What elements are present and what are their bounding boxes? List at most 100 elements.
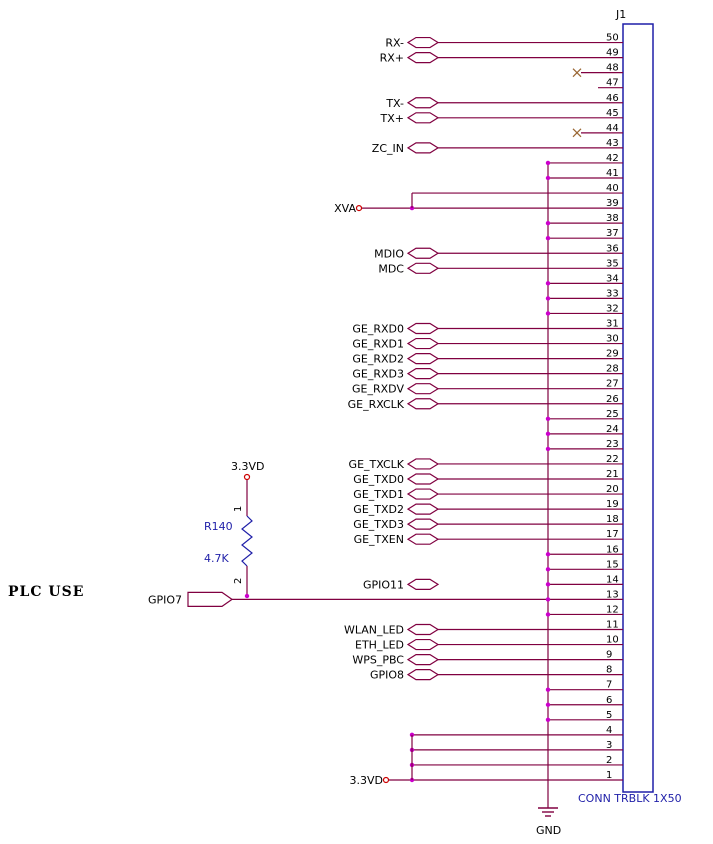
pin-40-number: 40 [606, 183, 619, 194]
pin-50-port [406, 36, 440, 49]
pin-31-net-label: GE_RXD0 [352, 323, 404, 336]
pin-6-number: 6 [606, 695, 612, 706]
pin-1-net-label: 3.3VD [350, 774, 384, 787]
pin-32-junction [545, 311, 551, 316]
pin-6-junction [545, 702, 551, 707]
pin-17-number: 17 [606, 529, 619, 540]
pin-45-number: 45 [606, 108, 619, 119]
pin-12-number: 12 [606, 604, 619, 615]
pin-1-power-pin [382, 776, 390, 784]
pin-49-number: 49 [606, 48, 619, 59]
pin-20-number: 20 [606, 484, 619, 495]
pin-36-net-label: MDIO [374, 247, 404, 260]
pin-49-net-label: RX+ [380, 52, 404, 65]
pin-22-number: 22 [606, 454, 619, 465]
plc-use-note: PLC USE [8, 584, 84, 600]
pin-8-number: 8 [606, 665, 612, 676]
pin-47-number: 47 [606, 78, 619, 89]
pin-26-number: 26 [606, 394, 619, 405]
pin-9-port [406, 654, 440, 666]
pin-2-number: 2 [606, 755, 612, 766]
pin-14-junction [545, 582, 551, 587]
pin-32-number: 32 [606, 303, 619, 314]
resistor-value: 4.7K [204, 552, 229, 565]
pin-20-port [406, 488, 440, 500]
pin-11-port [406, 623, 440, 636]
pin-13-junction [545, 597, 551, 602]
pin-35-net-label: MDC [378, 262, 404, 275]
pin-10-port [406, 638, 440, 651]
pin-29-number: 29 [606, 349, 619, 360]
pin-44-number: 44 [606, 123, 619, 134]
pin-25-junction [545, 416, 551, 421]
pin-43-net-label: ZC_IN [372, 142, 404, 155]
pin-41-number: 41 [606, 168, 619, 179]
pin-28-number: 28 [606, 364, 619, 375]
pin-29-net-label: GE_RXD2 [352, 353, 404, 366]
pin-8-net-label: GPIO8 [370, 669, 404, 682]
pin-14-net-label: GPIO11 [363, 578, 404, 591]
pin-12-junction [545, 612, 551, 617]
pin-18-port [406, 518, 440, 530]
pin-37-junction [545, 236, 551, 241]
pin-11-number: 11 [606, 620, 619, 631]
pin-24-junction [545, 431, 551, 437]
pin-35-number: 35 [606, 258, 619, 269]
pin-30-port [406, 337, 440, 350]
resistor-r140 [241, 473, 253, 599]
pin-5-junction [545, 717, 551, 722]
pin-19-number: 19 [606, 499, 619, 510]
pin-5-number: 5 [606, 710, 612, 721]
pin-33-number: 33 [606, 288, 619, 299]
pin-24-number: 24 [606, 424, 619, 435]
pin-23-number: 23 [606, 439, 619, 450]
connector-ref: J1 [615, 8, 626, 21]
ground-symbol [538, 162, 558, 817]
ground-label: GND [536, 824, 561, 837]
pin-31-port [406, 322, 440, 335]
pin-34-junction [545, 281, 551, 286]
resistor-supply-label: 3.3VD [231, 460, 265, 473]
pin-27-number: 27 [606, 379, 619, 390]
resistor-pin-1: 1 [233, 506, 244, 512]
pin-35-port [406, 262, 440, 274]
pin-36-number: 36 [606, 243, 619, 254]
pin-46-net-label: TX- [385, 97, 404, 110]
pin-16-number: 16 [606, 544, 619, 555]
resistor-pin-2: 2 [233, 578, 244, 584]
pin-20-net-label: GE_TXD1 [353, 488, 404, 501]
pin-25-number: 25 [606, 409, 619, 420]
pin-21-net-label: GE_TXD0 [353, 473, 404, 486]
pin-46-number: 46 [606, 93, 619, 104]
pin-50-number: 50 [606, 33, 619, 44]
pin-38-junction [545, 220, 551, 226]
pin-26-net-label: GE_RXCLK [348, 398, 405, 411]
pin-23-junction [545, 446, 551, 452]
pin-39-net-label: XVA [334, 202, 356, 215]
pin-11-net-label: WLAN_LED [344, 624, 404, 637]
pin-44-nc-mark-b [572, 128, 582, 138]
pin-4-number: 4 [606, 725, 612, 736]
pin-8-port [406, 669, 440, 681]
pin-9-net-label: WPS_PBC [352, 654, 404, 667]
pin-18-number: 18 [606, 514, 619, 525]
pin-14-number: 14 [606, 574, 619, 585]
pin-33-junction [545, 296, 551, 301]
pin-34-number: 34 [606, 273, 619, 284]
connector-body [622, 23, 654, 793]
pin-46-port [406, 97, 440, 109]
pin-28-net-label: GE_RXD3 [352, 368, 404, 381]
pin-1-number: 1 [606, 770, 612, 781]
pin-27-port [406, 383, 440, 395]
pin-49-port [406, 52, 440, 64]
pin-13-net-label: GPIO7 [148, 593, 182, 606]
pin-50-net-label: RX- [385, 37, 404, 50]
pin-37-number: 37 [606, 228, 619, 239]
pin-17-port [406, 533, 440, 545]
pin-28-port [406, 368, 440, 380]
pin-43-port [406, 142, 440, 154]
connector-part-label: CONN TRBLK 1X50 [578, 792, 682, 805]
pin-13-number: 13 [606, 589, 619, 600]
pin-15-junction [545, 567, 551, 572]
